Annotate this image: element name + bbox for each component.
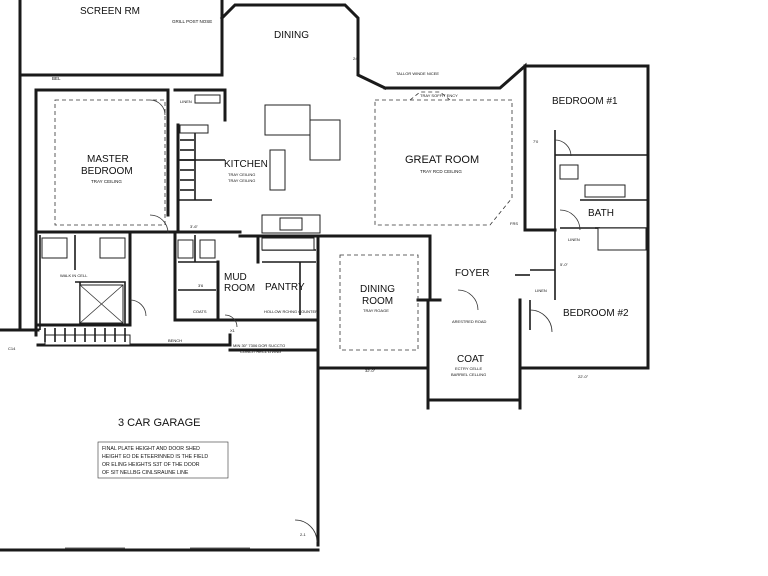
- annotations: GRILL POST NOSE BEL TRAY CEILING TRAY CE…: [8, 19, 589, 537]
- label-bedroom-2: BEDROOM #2: [563, 308, 629, 319]
- note-kitchen-ceiling-1: TRAY CEILING: [228, 172, 255, 177]
- dim-10: 3'6: [198, 283, 204, 288]
- note-tray-ceiling-master: TRAY CEILING: [91, 179, 122, 184]
- note-grill-post: GRILL POST NOSE: [172, 19, 212, 24]
- label-foyer: FOYER: [455, 268, 489, 279]
- note-foyer: ARESTRED ROAD: [452, 319, 487, 324]
- note-garage-3: OR ELING HEIGHTS S3T OF THE DOOR: [102, 462, 200, 468]
- note-pantry-counter: HOLLOW RCHNG COUNTER: [264, 309, 318, 314]
- note-coat-2: BARRIEL CELLING: [451, 372, 486, 377]
- label-master-1: MASTER: [87, 154, 129, 165]
- label-dining-room-2: ROOM: [362, 296, 393, 307]
- dim-6: 2-1: [300, 532, 307, 537]
- dim-5: 5'-0": [560, 262, 569, 267]
- note-mud-2: CONCIT RECL LIVING: [240, 349, 281, 354]
- note-linen-2: LINEN: [535, 288, 547, 293]
- label-kitchen: KITCHEN: [224, 159, 268, 170]
- label-garage: 3 CAR GARAGE: [118, 417, 201, 429]
- doors: [65, 99, 581, 549]
- note-linen-1: LINEN: [568, 237, 580, 242]
- room-labels: SCREEN RM DINING MASTER BEDROOM KITCHEN …: [80, 6, 629, 429]
- dim-7: X1: [230, 328, 236, 333]
- note-kitchen-ceiling-2: TRAY CEILING: [228, 178, 255, 183]
- label-bath: BATH: [588, 208, 614, 219]
- note-window: TALLOR WINDE NICEE: [396, 71, 439, 76]
- note-garage-1: FINAL PLATE HEIGHT AND DOOR SHED: [102, 446, 200, 452]
- dim-9: FRS: [510, 221, 518, 226]
- dim-2: 3'-6": [190, 224, 199, 229]
- stairs: [44, 139, 194, 342]
- label-coat: COAT: [457, 354, 484, 365]
- dim-1: 24': [353, 56, 358, 61]
- note-tray-soffit: TRAY SOFFIT ENCY: [420, 93, 458, 98]
- note-bel: BEL: [52, 76, 61, 81]
- label-mud-1: MUD: [224, 272, 247, 283]
- dim-4: 22'-0": [578, 374, 589, 379]
- note-coat-1: ECTRY CELLE: [455, 366, 483, 371]
- label-pantry: PANTRY: [265, 282, 305, 293]
- label-dining: DINING: [274, 30, 309, 41]
- note-coats: COATS: [193, 309, 207, 314]
- garage-note-box: [97, 441, 229, 479]
- note-bench: BENCH: [168, 338, 182, 343]
- label-mud-2: ROOM: [224, 283, 255, 294]
- label-great-room: GREAT ROOM: [405, 154, 479, 166]
- note-mud-1: MIN 30" 7306 DOR SUCCTO: [233, 343, 285, 348]
- walls: [0, 0, 650, 552]
- label-master-2: BEDROOM: [81, 166, 133, 177]
- note-great-room-ceiling: TRAY RCD CEILING: [420, 169, 462, 174]
- label-dining-room-1: DINING: [360, 284, 395, 295]
- note-walk-in: WALK IN CELL: [60, 273, 88, 278]
- label-screen-room: SCREEN RM: [80, 6, 140, 17]
- note-linen-3: LINEN: [180, 99, 192, 104]
- dim-11: 7'0: [533, 139, 539, 144]
- dim-3: 32'-0": [365, 368, 376, 373]
- note-garage-4: OF SIT NELLBG CINLSRAUNE LINE: [102, 470, 189, 476]
- note-garage-2: HEIGHT EO DE ETEERINNED IS THE FIELD: [102, 454, 208, 460]
- note-dining-room: TRAY ROAGE: [363, 308, 389, 313]
- ceiling-outlines: [54, 91, 513, 351]
- dim-8: C14: [8, 346, 16, 351]
- fixtures: [41, 94, 647, 346]
- label-bedroom-1: BEDROOM #1: [552, 96, 618, 107]
